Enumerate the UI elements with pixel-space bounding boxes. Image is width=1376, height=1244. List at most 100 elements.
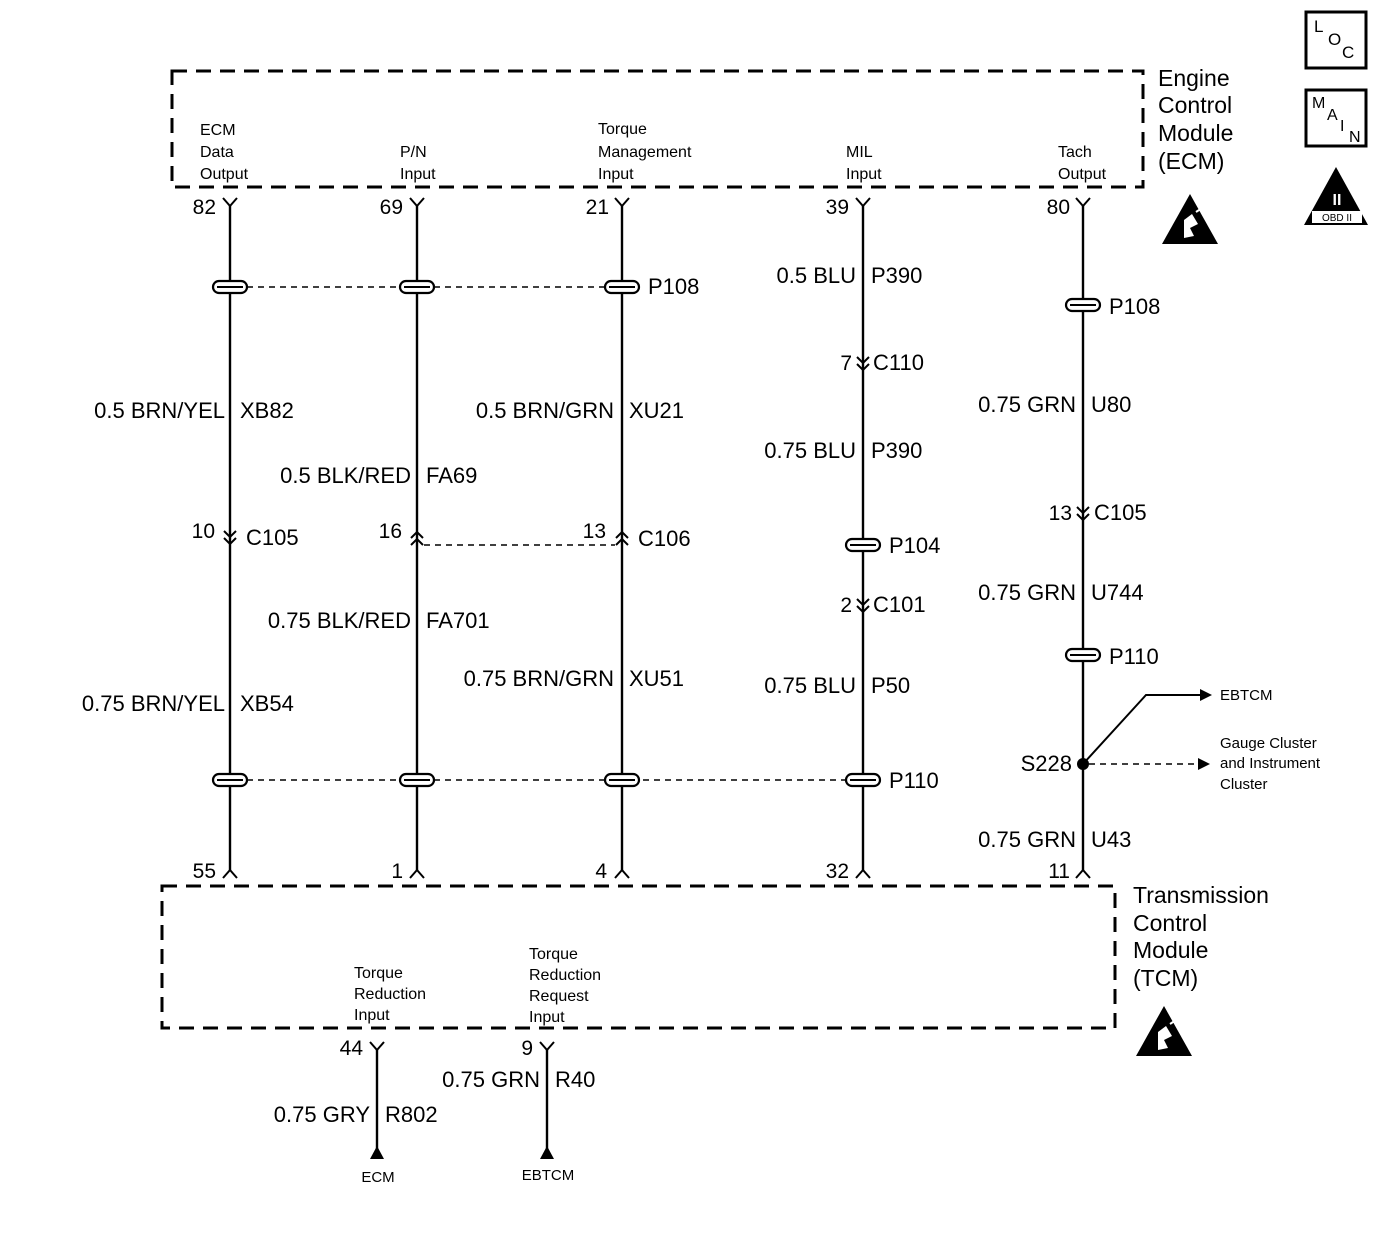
arrow-icon xyxy=(1198,758,1210,770)
splice-node-label: S228 xyxy=(1021,751,1072,776)
ecm-pin-label: Management xyxy=(598,144,692,161)
ecm-pin-label: P/N xyxy=(400,144,427,161)
ecm-pin-label: Data xyxy=(200,144,234,161)
circuit-number-label: FA701 xyxy=(426,608,490,633)
circuit-number-label: XB54 xyxy=(240,691,294,716)
wire-color-label: 0.75 GRY xyxy=(274,1102,371,1127)
ecm-title-line-4: (ECM) xyxy=(1158,148,1224,174)
splice-p104 xyxy=(844,537,882,553)
svg-text:M: M xyxy=(1312,95,1325,112)
wire-color-label: 0.5 BLK/RED xyxy=(280,463,411,488)
connector-label: C110 xyxy=(873,350,924,375)
tcm-pin-labels: Torque Reduction Input Torque Reduction … xyxy=(354,946,601,1026)
wire-color-label: 0.75 BLU xyxy=(764,673,856,698)
tcm-module-title: Transmission Control Module (TCM) xyxy=(1133,882,1269,991)
circuit-number-label: U43 xyxy=(1091,827,1131,852)
circuit-number-label: R802 xyxy=(385,1102,438,1127)
svg-text:I: I xyxy=(1340,118,1344,135)
tcm-pin-label: Torque xyxy=(354,965,403,982)
splice-p110 xyxy=(844,772,882,788)
wire-color-label: 0.75 BLU xyxy=(764,438,856,463)
ecm-module-title: Engine Control Module (ECM) xyxy=(1158,65,1233,174)
connector-pin-number: 13 xyxy=(1049,502,1072,525)
esd-warning-icon xyxy=(1135,1005,1193,1057)
svg-text:A: A xyxy=(1327,107,1338,124)
pin-number: 9 xyxy=(521,1037,533,1060)
tcm-pin-label: Reduction xyxy=(354,986,426,1003)
splice-p110 xyxy=(211,772,249,788)
tcm-pin-label: Input xyxy=(354,1007,390,1024)
ecm-title-line-1: Engine xyxy=(1158,65,1230,91)
tcm-title-line-1: Transmission xyxy=(1133,882,1269,908)
svg-text:OBD II: OBD II xyxy=(1322,213,1352,224)
ecm-pin-label: Input xyxy=(598,166,634,183)
wire-color-label: 0.75 BRN/YEL xyxy=(82,691,225,716)
pin-number: 39 xyxy=(826,196,849,219)
pin-number: 69 xyxy=(380,196,403,219)
circuit-number-label: XU51 xyxy=(629,666,684,691)
pin-number: 82 xyxy=(193,196,216,219)
arrow-icon xyxy=(1200,689,1212,701)
pin-number: 80 xyxy=(1047,196,1070,219)
svg-text:O: O xyxy=(1328,30,1341,49)
branch-destination-label: and Instrument xyxy=(1220,755,1321,772)
connector-label: C105 xyxy=(1094,500,1147,525)
wire-color-label: 0.75 GRN xyxy=(978,827,1076,852)
connector-label: C101 xyxy=(873,592,926,617)
ecm-pin-label: ECM xyxy=(200,122,236,139)
tcm-title-line-3: Module xyxy=(1133,937,1208,963)
wire-color-label: 0.75 GRN xyxy=(978,580,1076,605)
branch-destination-label: Cluster xyxy=(1220,776,1268,793)
wire-color-label: 0.5 BLU xyxy=(777,263,857,288)
pin-number: 4 xyxy=(595,860,607,883)
svg-text:L: L xyxy=(1314,17,1323,36)
circuit-number-label: XU21 xyxy=(629,398,684,423)
connector-pin-number: 16 xyxy=(379,520,402,543)
ecm-title-line-3: Module xyxy=(1158,120,1233,146)
svg-text:II: II xyxy=(1333,192,1342,209)
connector-pin-number: 13 xyxy=(583,520,606,543)
ecm-pin-label: Tach xyxy=(1058,144,1092,161)
circuit-number-label: R40 xyxy=(555,1067,595,1092)
circuit-number-label: XB82 xyxy=(240,398,294,423)
circuit-number-label: U744 xyxy=(1091,580,1144,605)
ecm-pin-label: MIL xyxy=(846,144,873,161)
splice-p108 xyxy=(398,279,436,295)
tcm-top-pin-numbers: 55 1 4 32 11 xyxy=(193,860,1070,883)
tcm-terminals xyxy=(222,868,1091,1052)
ecm-module-box xyxy=(170,69,1145,189)
ecm-title-line-2: Control xyxy=(1158,92,1232,118)
ecm-pin-numbers: 82 69 21 39 80 xyxy=(193,196,1070,219)
splice-label: P104 xyxy=(889,533,940,558)
wire-color-label: 0.5 BRN/YEL xyxy=(94,398,225,423)
wire-color-label: 0.5 BRN/GRN xyxy=(476,398,614,423)
splice-p108 xyxy=(211,279,249,295)
splice-p110 xyxy=(603,772,641,788)
wire-color-label: 0.75 BRN/GRN xyxy=(464,666,614,691)
tcm-pin-label: Reduction xyxy=(529,967,601,984)
splice-p110 xyxy=(398,772,436,788)
circuit-number-label: P390 xyxy=(871,263,922,288)
branch-destination-label: Gauge Cluster xyxy=(1220,735,1317,752)
connector-pin-number: 10 xyxy=(192,520,215,543)
ecm-pin-labels: ECM Data Output P/N Input Torque Managem… xyxy=(200,121,1107,183)
ecm-terminals xyxy=(222,197,1091,208)
branch-destination-label: EBTCM xyxy=(1220,687,1273,704)
destination-label: EBTCM xyxy=(522,1167,575,1184)
ecm-pin-label: Output xyxy=(200,166,249,183)
ecm-pin-label: Output xyxy=(1058,166,1107,183)
wire-color-label: 0.75 BLK/RED xyxy=(268,608,411,633)
splice-label: P108 xyxy=(1109,294,1160,319)
circuit-number-label: U80 xyxy=(1091,392,1131,417)
wire-color-label: 0.75 GRN xyxy=(442,1067,540,1092)
splice-p110 xyxy=(1064,647,1102,663)
esd-warning-icon xyxy=(1161,193,1219,245)
circuit-number-label: P390 xyxy=(871,438,922,463)
svg-text:C: C xyxy=(1342,43,1354,62)
tcm-module-box xyxy=(160,884,1117,1030)
connector-pin-number: 7 xyxy=(840,352,852,375)
pin-number: 21 xyxy=(586,196,609,219)
arrow-icon xyxy=(370,1146,384,1159)
connector-label: C106 xyxy=(638,526,691,551)
